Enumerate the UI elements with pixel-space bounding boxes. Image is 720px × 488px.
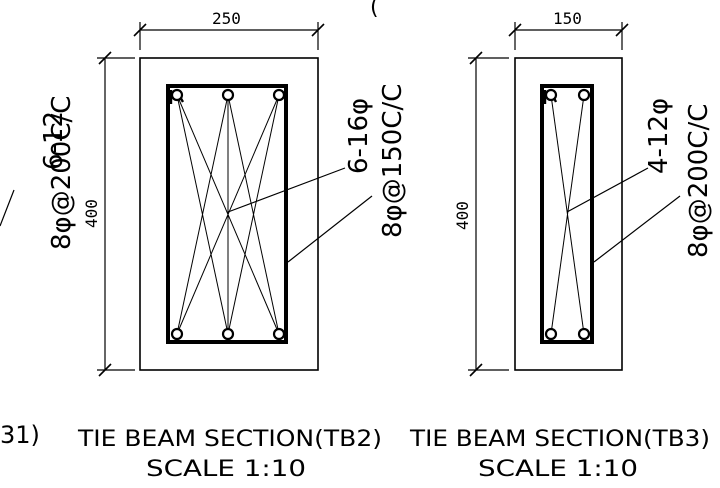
tb2-width-dimension: 250: [133, 9, 325, 50]
tb2-bar: [221, 88, 235, 102]
tb3-bar: [544, 88, 558, 102]
tb3-width-dimension: 150: [508, 9, 629, 50]
tb3-stirrup-leader: [593, 195, 681, 263]
tb2-stirrup-label: 8φ@150C/C: [378, 84, 408, 238]
partial-left-section: 6-12 8φ@200C/C 31): [0, 96, 77, 449]
tb3-main-bar-label: 4-12φ: [644, 98, 674, 174]
tb3-scale: SCALE 1:10: [478, 457, 638, 482]
tb2-title: TIE BEAM SECTION(TB2): [77, 427, 382, 452]
tb3-section: 150 400 4-12φ: [409, 9, 714, 482]
tb2-bar: [221, 327, 235, 341]
tb3-title: TIE BEAM SECTION(TB3): [409, 427, 710, 452]
tb3-height-dim-text: 400: [453, 201, 472, 230]
partial-left-leader: [0, 189, 15, 227]
tb2-bar: [272, 327, 286, 341]
tb2-height-dim-text: 400: [82, 199, 101, 228]
tb2-height-dimension: 400: [82, 51, 135, 377]
tb2-scale: SCALE 1:10: [146, 457, 306, 482]
tb2-width-dim-text: 250: [212, 9, 241, 28]
tb2-bar: [170, 327, 184, 341]
partial-left-stirrup-label: 8φ@200C/C: [47, 96, 77, 250]
tb2-stirrup-leader: [287, 195, 373, 263]
tb2-bar: [272, 88, 286, 102]
tb3-main-bars: [544, 88, 591, 341]
tb3-tie-lines: [550, 94, 585, 335]
tb3-stirrup-label: 8φ@200C/C: [684, 104, 714, 258]
tb3-bar: [544, 327, 558, 341]
tb3-width-dim-text: 150: [553, 9, 582, 28]
tb2-tie-lines: [176, 94, 280, 335]
partial-left-title-fragment: 31): [0, 421, 40, 449]
tb3-stirrup: [540, 84, 594, 344]
tb3-concrete-outline: [514, 57, 623, 371]
tb2-main-bar-label: 6-16φ: [344, 98, 374, 174]
tb2-concrete-outline: [139, 57, 319, 371]
tb3-bar: [577, 327, 591, 341]
tb2-stirrup: [166, 84, 288, 344]
tb2-section: 250 400: [77, 9, 408, 482]
tb3-main-bar-leader: [566, 167, 649, 213]
top-fragment-text: (: [370, 0, 379, 20]
tb2-main-bar-leader: [227, 167, 346, 213]
partial-left-rebar-label: 6-12: [39, 111, 69, 170]
tb3-bar: [577, 88, 591, 102]
tb3-height-dimension: 400: [453, 51, 509, 377]
tb2-bar: [170, 88, 184, 102]
tb2-main-bars: [170, 88, 286, 341]
